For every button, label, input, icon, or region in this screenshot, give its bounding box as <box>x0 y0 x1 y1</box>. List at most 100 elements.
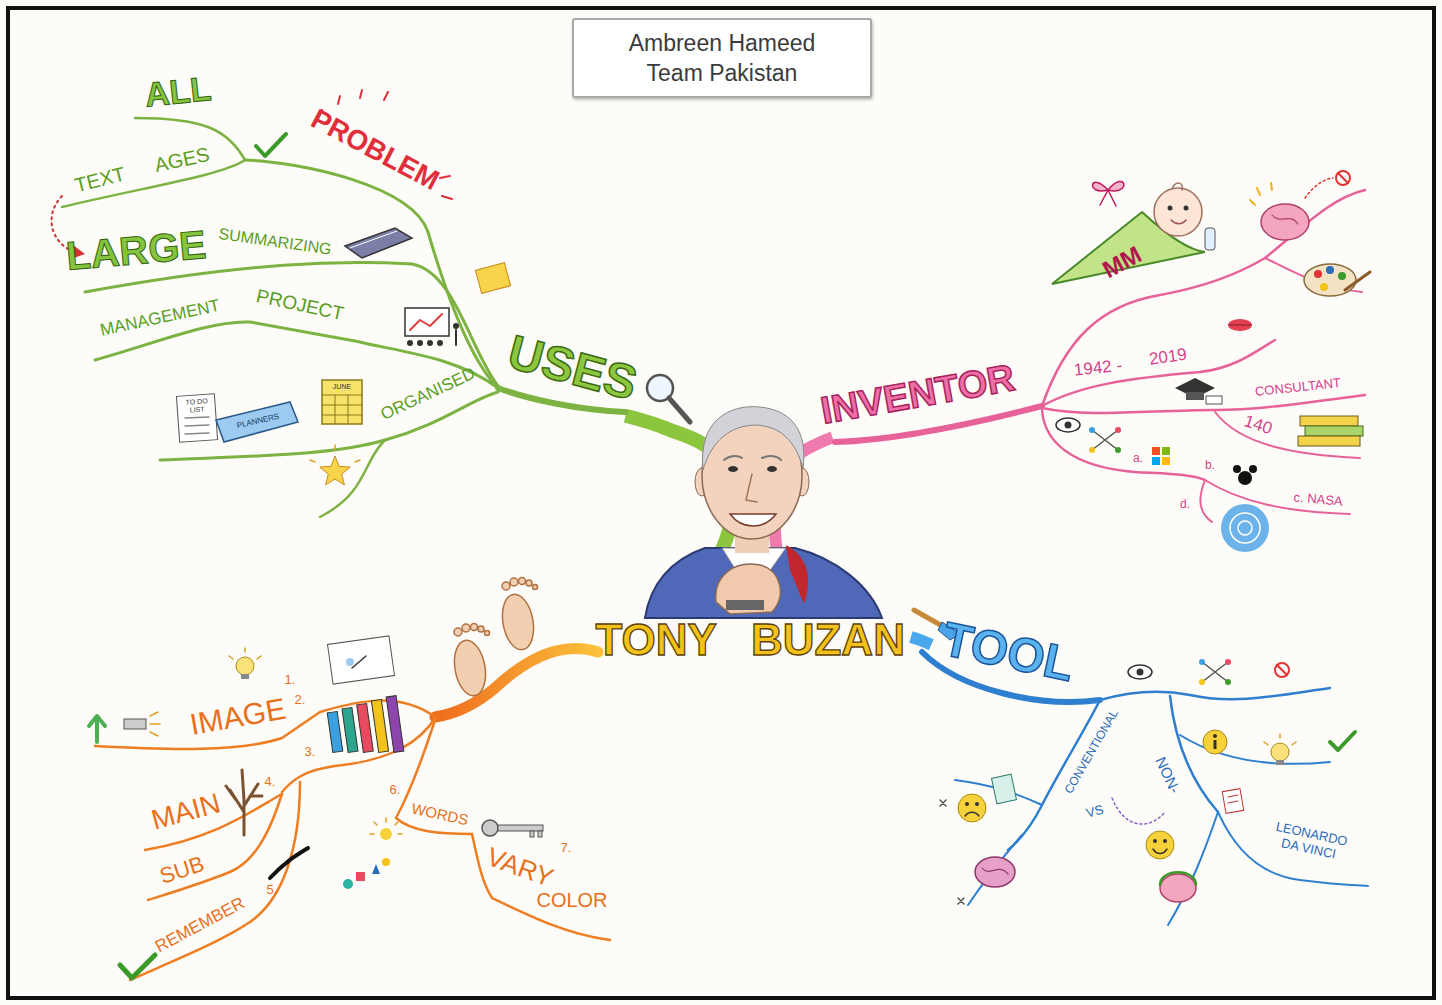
tree-icon <box>226 770 262 835</box>
branch-word: USES <box>502 325 642 410</box>
tool-branches <box>1170 696 1218 812</box>
shapes-icon <box>382 858 390 866</box>
branch-word: PLANNERS <box>236 412 280 431</box>
palette-icon <box>1345 272 1370 290</box>
network-icon <box>1199 679 1205 685</box>
baby-illustration <box>1052 212 1205 284</box>
network-icon <box>1089 447 1095 453</box>
callout-number: d. <box>1180 498 1190 512</box>
uses-branches <box>62 160 245 207</box>
inventor-branches <box>1042 340 1275 406</box>
sun-icon <box>370 818 402 840</box>
network-icon <box>1202 662 1228 682</box>
happy-face-icon <box>1153 849 1167 854</box>
branch-word: 140 <box>1241 411 1274 438</box>
brain-icon <box>1250 183 1309 240</box>
happy-brain-icon <box>1160 872 1196 885</box>
title-box: Ambreen Hameed Team Pakistan <box>572 18 872 99</box>
portrait-illustration <box>645 407 882 618</box>
branch-word: JUNE <box>333 383 351 391</box>
key-icon <box>530 831 534 837</box>
pencils-icon <box>327 711 342 752</box>
footprints <box>471 624 478 631</box>
inventor-branches <box>835 190 1365 522</box>
book-icon <box>350 231 397 248</box>
portrait-illustration <box>728 466 738 472</box>
calendar-icon <box>322 380 362 424</box>
portrait-illustration <box>645 548 882 618</box>
todo-icon <box>176 394 217 443</box>
tool-branches <box>1168 812 1218 925</box>
info-icon <box>1203 730 1227 754</box>
footprints <box>502 582 510 590</box>
galaxy-icon <box>1221 504 1269 552</box>
branch-connector <box>911 637 931 645</box>
flashlight-icon <box>124 712 160 736</box>
uses-branches <box>245 160 498 388</box>
eye-icon <box>1128 665 1152 679</box>
baby-illustration <box>1205 228 1215 250</box>
branch-word: WORDS <box>410 800 470 829</box>
tool-branches <box>968 835 1022 905</box>
tool-branches <box>1180 735 1330 764</box>
planner-icon <box>216 402 298 442</box>
inventor-branches <box>1200 480 1212 522</box>
baby-illustration <box>1171 220 1186 224</box>
baby-illustration <box>1172 183 1182 190</box>
presentation-icon <box>417 340 423 346</box>
baby-illustration <box>1168 206 1173 211</box>
todo-icon <box>176 394 217 443</box>
branch-word: SUMMARIZING <box>217 225 332 259</box>
book-icon <box>345 228 412 258</box>
portrait-illustration <box>724 456 781 460</box>
book-icon <box>345 228 412 258</box>
presentation-icon <box>455 330 457 345</box>
branch-word: TOOL <box>938 612 1079 691</box>
callout-number: 7. <box>561 841 572 856</box>
footprints <box>498 592 537 652</box>
branch-word: TEXT <box>72 163 127 198</box>
network-icon <box>1115 427 1121 433</box>
flashlight-icon <box>124 719 146 729</box>
presentation-icon <box>453 323 459 329</box>
calendar-icon <box>322 395 362 424</box>
callout-number: 3. <box>305 745 316 760</box>
portrait-illustration <box>746 474 757 502</box>
branch-word: PROBLEM <box>306 103 445 197</box>
sad-face-icon <box>940 794 986 822</box>
problem-sparks <box>440 176 450 178</box>
happy-face-icon <box>1146 831 1174 859</box>
key-icon <box>538 831 542 837</box>
sad-face-icon <box>965 812 979 816</box>
network-icon <box>1225 659 1231 665</box>
sad-face-icon <box>958 794 986 822</box>
footprints <box>450 638 489 698</box>
shapes-icon <box>343 879 353 889</box>
baby-illustration <box>1052 181 1215 284</box>
problem-sparks <box>384 92 388 100</box>
presentation-icon <box>407 340 413 346</box>
notebook-icon <box>328 636 395 684</box>
mickey-icon <box>1238 471 1252 485</box>
brain-icon <box>958 898 964 904</box>
key-icon <box>482 820 543 837</box>
info-icon <box>1214 740 1217 749</box>
portrait-illustration <box>726 600 764 610</box>
no-sign-icon <box>1305 171 1350 198</box>
central-topic-text: TONY <box>596 615 717 666</box>
star-icon <box>320 456 350 485</box>
orange-branches <box>472 834 610 940</box>
happy-face-icon <box>1146 831 1174 859</box>
footprints <box>485 631 490 636</box>
baby-illustration <box>1100 190 1116 206</box>
orange-branches <box>95 648 610 980</box>
books-icon <box>1298 436 1360 446</box>
main-branch: INVENTOR <box>811 352 1024 437</box>
footprints <box>450 578 537 699</box>
footprints <box>533 585 538 590</box>
footprints <box>462 624 470 632</box>
eye-icon <box>1056 418 1080 432</box>
arrow-up-icon <box>89 716 105 742</box>
todo-icon <box>185 417 209 434</box>
